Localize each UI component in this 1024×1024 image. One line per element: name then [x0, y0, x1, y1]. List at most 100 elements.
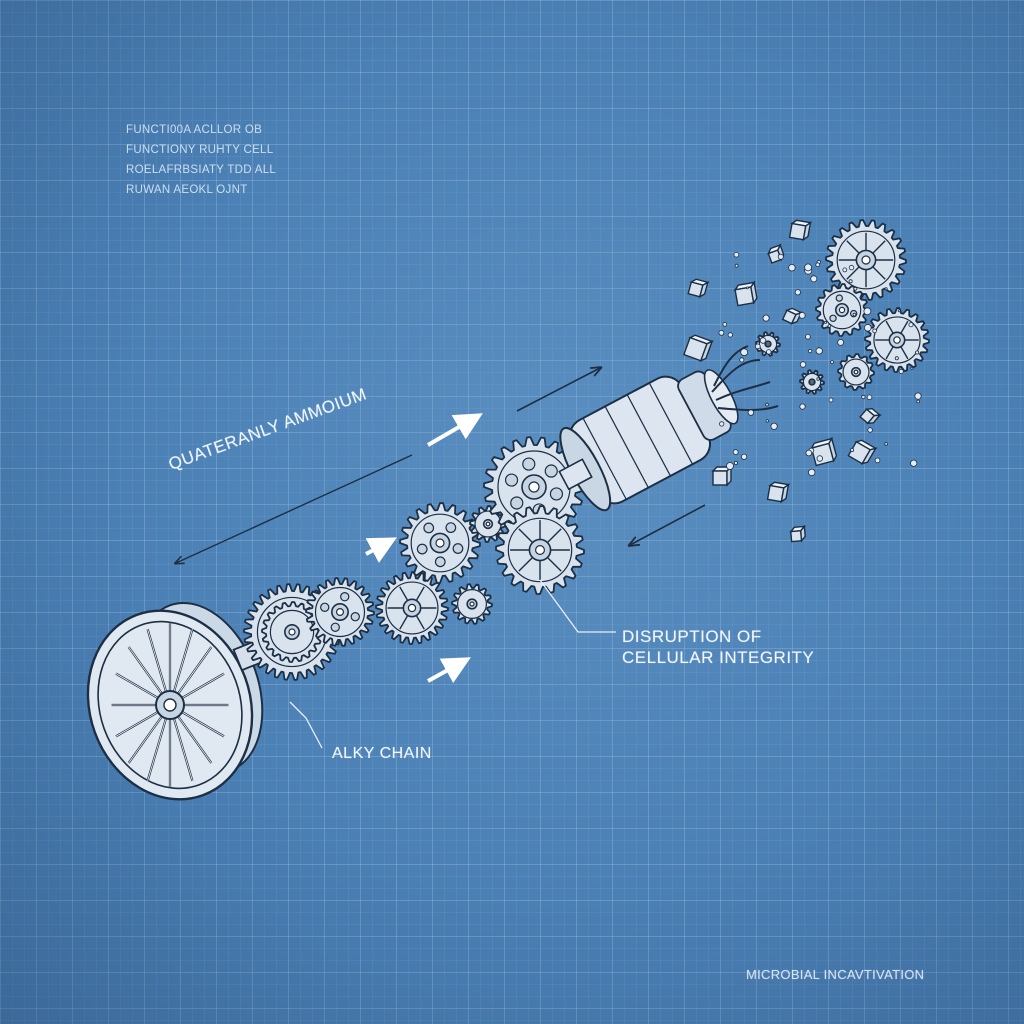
particle-speck [770, 422, 778, 430]
particle-speck [733, 460, 738, 465]
gear [261, 601, 323, 663]
particle-speck [718, 329, 725, 336]
particle-speck [734, 263, 739, 268]
particle-speck [867, 427, 873, 433]
particle-speck [745, 286, 749, 290]
particle-speck [884, 442, 888, 446]
particle-speck [828, 397, 834, 403]
gear [864, 307, 930, 373]
particle-speck [853, 286, 858, 291]
quaternary-dimension-line [176, 454, 413, 563]
note-line: FUNCTI00A ACLLOR OB [126, 124, 263, 136]
particle-speck [807, 348, 813, 354]
particle-speck [766, 349, 772, 355]
gear [825, 219, 907, 301]
particle-speck [798, 311, 806, 319]
particle-speck [863, 307, 872, 316]
note-line: ROELAFRBSIATY TDD ALL [126, 164, 277, 176]
particle-speck [733, 252, 740, 258]
fragment-cube [767, 243, 785, 264]
particle-speck [824, 320, 828, 324]
gear [375, 571, 449, 645]
particle-speck [848, 279, 853, 284]
blueprint-notes: FUNCTI00A ACLLOR OB FUNCTIONY RUHTY CELL… [126, 120, 276, 200]
particle-speck [848, 264, 855, 271]
particle-speck [916, 399, 920, 404]
particle-speck [816, 377, 820, 381]
leader-lines [289, 579, 616, 749]
particle-speck [762, 314, 770, 322]
particle-speck [816, 455, 823, 462]
particle-speck [810, 275, 818, 283]
disruption-label-line: CELLULAR INTEGRITY [622, 648, 815, 667]
particle-speck [805, 333, 811, 340]
gear [495, 505, 585, 595]
fragment-cube [788, 219, 813, 242]
particle-speck [739, 357, 745, 363]
particle-speck [898, 368, 904, 374]
particle-speck [837, 338, 844, 346]
particle-speck [740, 453, 748, 460]
disruption-label: DISRUPTION OF CELLULAR INTEGRITY [622, 626, 814, 668]
particle-speck [874, 457, 881, 464]
note-line: FUNCTIONY RUHTY CELL [126, 144, 274, 156]
particle-speck [915, 350, 920, 355]
particle-speck [732, 449, 739, 456]
particle-speck [747, 409, 755, 416]
fragment-cube [789, 524, 806, 543]
fragment-cube [847, 439, 878, 465]
particle-speck [808, 468, 816, 477]
particle-speck [830, 360, 834, 365]
fragment-cube [859, 407, 882, 425]
note-line: RUWAN AEOKL OJNT [126, 184, 248, 196]
particle-speck [827, 324, 832, 328]
fragment-cube [711, 465, 733, 487]
particle-speck [794, 289, 801, 296]
particle-speck [740, 348, 749, 357]
fragment-cube [733, 280, 758, 307]
fragment-cube [683, 334, 714, 363]
fragment-cube [687, 278, 710, 299]
particle-speck [719, 421, 725, 427]
motion-arrows [365, 368, 706, 684]
particle-speck [872, 328, 877, 334]
disruption-label-line: DISRUPTION OF [622, 627, 762, 646]
gear [837, 353, 875, 391]
fragment-cube [766, 481, 791, 504]
particle-speck [765, 402, 769, 407]
particle-speck [754, 343, 761, 350]
particle-speck [850, 447, 855, 452]
gear [305, 577, 375, 647]
particle-speck [910, 459, 918, 467]
particle-speck [914, 392, 922, 400]
gear [469, 505, 507, 543]
particle-speck [908, 322, 914, 328]
motor-housing [558, 369, 739, 512]
particle-speck [842, 267, 848, 273]
gear-train [243, 219, 930, 681]
particle-speck [788, 264, 796, 272]
gear [399, 502, 481, 584]
alkyl-chain-label: ALKY CHAIN [332, 745, 432, 762]
particle-speck [815, 262, 820, 268]
gear [799, 369, 825, 395]
particle-speck [799, 403, 806, 410]
fragment-cube [810, 436, 838, 467]
particle-speck [866, 394, 873, 401]
particle-speck [777, 253, 784, 260]
particle-speck [799, 361, 807, 368]
particle-speck [910, 366, 914, 370]
particle-speck [894, 356, 899, 361]
fragment-cube [781, 307, 804, 325]
particle-speck [884, 287, 888, 291]
gear [815, 283, 869, 337]
particle-speck [765, 419, 769, 423]
particle-speck [852, 312, 857, 317]
gear [451, 583, 493, 625]
particle-speck [759, 337, 767, 344]
particle-speck [863, 323, 872, 332]
particle-speck [805, 449, 813, 457]
particle-speck [726, 462, 734, 470]
